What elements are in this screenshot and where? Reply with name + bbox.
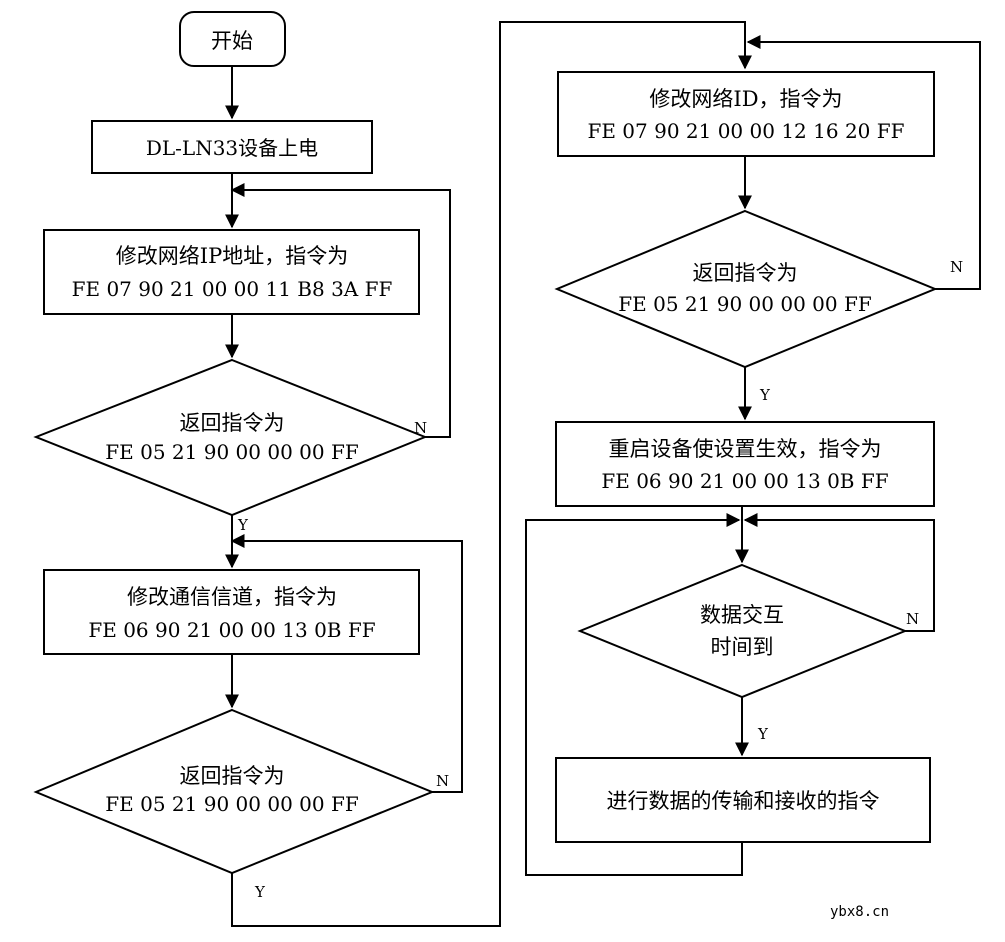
modify-channel-title: 修改通信信道，指令为	[127, 585, 337, 609]
modify-channel-code-bold: 0B	[314, 618, 348, 642]
restart-code-prefix: FE 06 90 21 00 00 13	[601, 469, 827, 493]
reply-1-no-label: N	[414, 419, 427, 437]
watermark: ybx8.cn	[830, 904, 889, 920]
modify-channel-code-prefix: FE 06 90 21 00 00 13	[88, 618, 314, 642]
modify-id-code-bold: 16 20	[813, 119, 877, 143]
restart-node: 重启设备使设置生效，指令为 FE 06 90 21 00 00 13 0B FF	[555, 421, 935, 507]
data-time-line2: 时间到	[711, 635, 774, 659]
modify-ip-shape	[43, 229, 420, 315]
reply-3-shape	[554, 209, 938, 369]
reply-2-code: FE 05 21 90 00 00 00 FF	[105, 792, 359, 816]
reply-3-code: FE 05 21 90 00 00 00 FF	[618, 292, 872, 316]
reply-1-shape	[33, 358, 428, 517]
modify-ip-code-bold: B8 3A	[297, 277, 364, 301]
reply-3-yes-label: Y	[759, 386, 771, 404]
reply-3-no-label: N	[950, 258, 963, 276]
modify-ip-title: 修改网络IP地址，指令为	[116, 244, 348, 268]
transfer-label: 进行数据的传输和接收的指令	[607, 789, 880, 813]
modify-channel-code-suffix: FF	[348, 618, 376, 642]
modify-id-node: 修改网络ID，指令为 FE 07 90 21 00 00 12 16 20 FF	[557, 71, 935, 157]
transfer-shape	[555, 757, 931, 843]
connector-reply2-to-id	[231, 21, 752, 927]
reply-2-title: 返回指令为	[180, 764, 285, 788]
modify-id-code-prefix: FE 07 90 21 00 00 12	[587, 119, 813, 143]
power-on-shape	[91, 120, 373, 174]
modify-channel-node: 修改通信信道，指令为 FE 06 90 21 00 00 13 0B FF	[43, 569, 420, 655]
loop-reply3-no	[746, 35, 981, 290]
start-node: 开始	[179, 11, 286, 67]
modify-id-code: FE 07 90 21 00 00 12 16 20 FF	[587, 119, 904, 143]
modify-id-title: 修改网络ID，指令为	[649, 87, 842, 111]
reply-1-code: FE 05 21 90 00 00 00 FF	[105, 440, 359, 464]
modify-ip-code: FE 07 90 21 00 00 11 B8 3A FF	[72, 277, 393, 301]
loop-reply2-no	[230, 534, 463, 793]
reply-3-decision: 返回指令为 FE 05 21 90 00 00 00 FF	[554, 209, 938, 369]
modify-ip-code-prefix: FE 07 90 21 00 00 11	[72, 277, 298, 301]
modify-ip-code-suffix: FF	[365, 277, 393, 301]
start-label: 开始	[211, 29, 253, 53]
power-on-node: DL-LN33设备上电	[91, 120, 373, 174]
data-time-yes-label: Y	[757, 725, 769, 743]
reply-2-no-label: N	[436, 772, 449, 790]
power-on-label: DL-LN33设备上电	[146, 136, 318, 160]
modify-id-shape	[557, 71, 935, 157]
reply-1-title: 返回指令为	[180, 411, 285, 435]
reply-2-yes-label: Y	[254, 883, 266, 901]
reply-1-decision: 返回指令为 FE 05 21 90 00 00 00 FF	[33, 358, 428, 517]
loop-reply1-no	[230, 183, 451, 438]
restart-title: 重启设备使设置生效，指令为	[609, 437, 882, 461]
data-time-no-label: N	[906, 610, 919, 628]
transfer-node: 进行数据的传输和接收的指令	[555, 757, 931, 843]
modify-id-code-suffix: FF	[877, 119, 905, 143]
reply-3-title: 返回指令为	[693, 261, 798, 285]
data-time-decision: 数据交互 时间到	[577, 563, 908, 699]
data-time-line1: 数据交互	[700, 603, 784, 627]
loop-time-no	[743, 513, 935, 632]
restart-shape	[555, 421, 935, 507]
reply-1-yes-label: Y	[237, 516, 249, 534]
restart-code-bold: 0B	[827, 469, 861, 493]
modify-channel-shape	[43, 569, 420, 655]
modify-ip-node: 修改网络IP地址，指令为 FE 07 90 21 00 00 11 B8 3A …	[43, 229, 420, 315]
data-time-shape	[577, 563, 908, 699]
restart-code: FE 06 90 21 00 00 13 0B FF	[601, 469, 888, 493]
modify-channel-code: FE 06 90 21 00 00 13 0B FF	[88, 618, 375, 642]
loop-transfer-back	[525, 513, 743, 876]
restart-code-suffix: FF	[861, 469, 889, 493]
reply-2-decision: 返回指令为 FE 05 21 90 00 00 00 FF	[33, 708, 435, 875]
